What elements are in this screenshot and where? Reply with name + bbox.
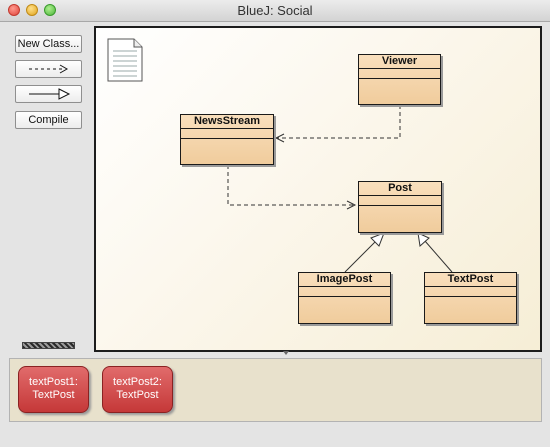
class-fields bbox=[359, 69, 440, 79]
class-name: NewsStream bbox=[181, 115, 273, 129]
class-post[interactable]: Post bbox=[358, 181, 442, 233]
inherits-arrow-icon bbox=[28, 88, 70, 100]
class-newsstream[interactable]: NewsStream bbox=[180, 114, 274, 165]
panel-splitter-handle[interactable] bbox=[22, 342, 75, 349]
object-textpost1[interactable]: textPost1: TextPost bbox=[18, 366, 89, 413]
class-name: Viewer bbox=[359, 55, 440, 69]
splitter-arrow-icon[interactable] bbox=[283, 351, 289, 355]
class-viewer[interactable]: Viewer bbox=[358, 54, 441, 105]
minimize-window-button[interactable] bbox=[26, 4, 38, 16]
object-type: TextPost bbox=[32, 389, 75, 401]
class-diagram-canvas[interactable]: Viewer NewsStream Post ImagePost TextPos… bbox=[94, 26, 542, 352]
class-name: TextPost bbox=[425, 273, 516, 287]
title-bar: BlueJ: Social bbox=[0, 0, 550, 22]
compile-button[interactable]: Compile bbox=[15, 111, 82, 129]
close-window-button[interactable] bbox=[8, 4, 20, 16]
class-imagepost[interactable]: ImagePost bbox=[298, 272, 391, 324]
new-class-button[interactable]: New Class... bbox=[15, 35, 82, 53]
edge-viewer-newsstream bbox=[276, 105, 401, 139]
class-name: Post bbox=[359, 182, 441, 196]
class-fields bbox=[359, 196, 441, 206]
class-fields bbox=[181, 129, 273, 139]
window-title: BlueJ: Social bbox=[237, 3, 313, 18]
class-name: ImagePost bbox=[299, 273, 390, 287]
edge-imagepost-post-head bbox=[370, 232, 385, 247]
edge-textpost-post-head bbox=[417, 232, 430, 247]
class-textpost[interactable]: TextPost bbox=[424, 272, 517, 324]
edge-textpost-post bbox=[424, 240, 453, 273]
class-fields bbox=[299, 287, 390, 297]
zoom-window-button[interactable] bbox=[44, 4, 56, 16]
uses-arrow-icon bbox=[28, 64, 68, 74]
edge-newsstream-post-head bbox=[346, 200, 357, 210]
object-textpost2[interactable]: textPost2: TextPost bbox=[102, 366, 173, 413]
object-type: TextPost bbox=[116, 389, 159, 401]
class-fields bbox=[425, 287, 516, 297]
relation-edges bbox=[227, 105, 453, 273]
uses-arrow-button[interactable] bbox=[15, 60, 82, 78]
object-name: textPost1: bbox=[29, 376, 78, 388]
readme-document-icon[interactable] bbox=[106, 37, 144, 83]
status-strip bbox=[0, 424, 550, 447]
edge-viewer-newsstream-head bbox=[274, 133, 285, 143]
object-bench[interactable]: textPost1: TextPost textPost2: TextPost bbox=[9, 358, 542, 422]
edge-newsstream-post bbox=[227, 165, 355, 206]
edge-imagepost-post bbox=[344, 240, 377, 273]
inherits-arrow-button[interactable] bbox=[15, 85, 82, 103]
object-name: textPost2: bbox=[113, 376, 162, 388]
